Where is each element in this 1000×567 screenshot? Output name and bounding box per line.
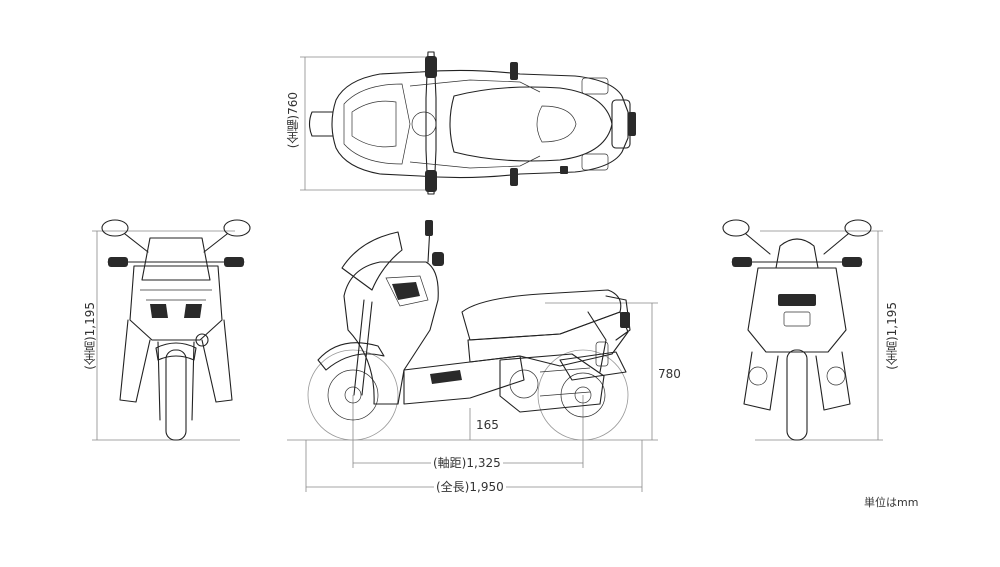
overall-length-label: (全長)1,950 — [434, 480, 506, 494]
unit-note: 単位はmm — [864, 496, 919, 509]
rear-view-scooter — [722, 219, 872, 441]
top-view-scooter — [308, 51, 636, 195]
front-view-scooter — [101, 219, 251, 441]
wheelbase-label: (軸距)1,325 — [431, 456, 503, 470]
overall-width-label: (全幅)760 — [286, 92, 300, 149]
overall-height-rear-label: (全高)1,195 — [885, 302, 899, 370]
overall-height-front-label: (全高)1,195 — [83, 302, 97, 370]
ground-clearance-label: 165 — [476, 418, 499, 432]
side-view-scooter — [307, 220, 631, 441]
seat-height-label: 780 — [658, 367, 681, 381]
